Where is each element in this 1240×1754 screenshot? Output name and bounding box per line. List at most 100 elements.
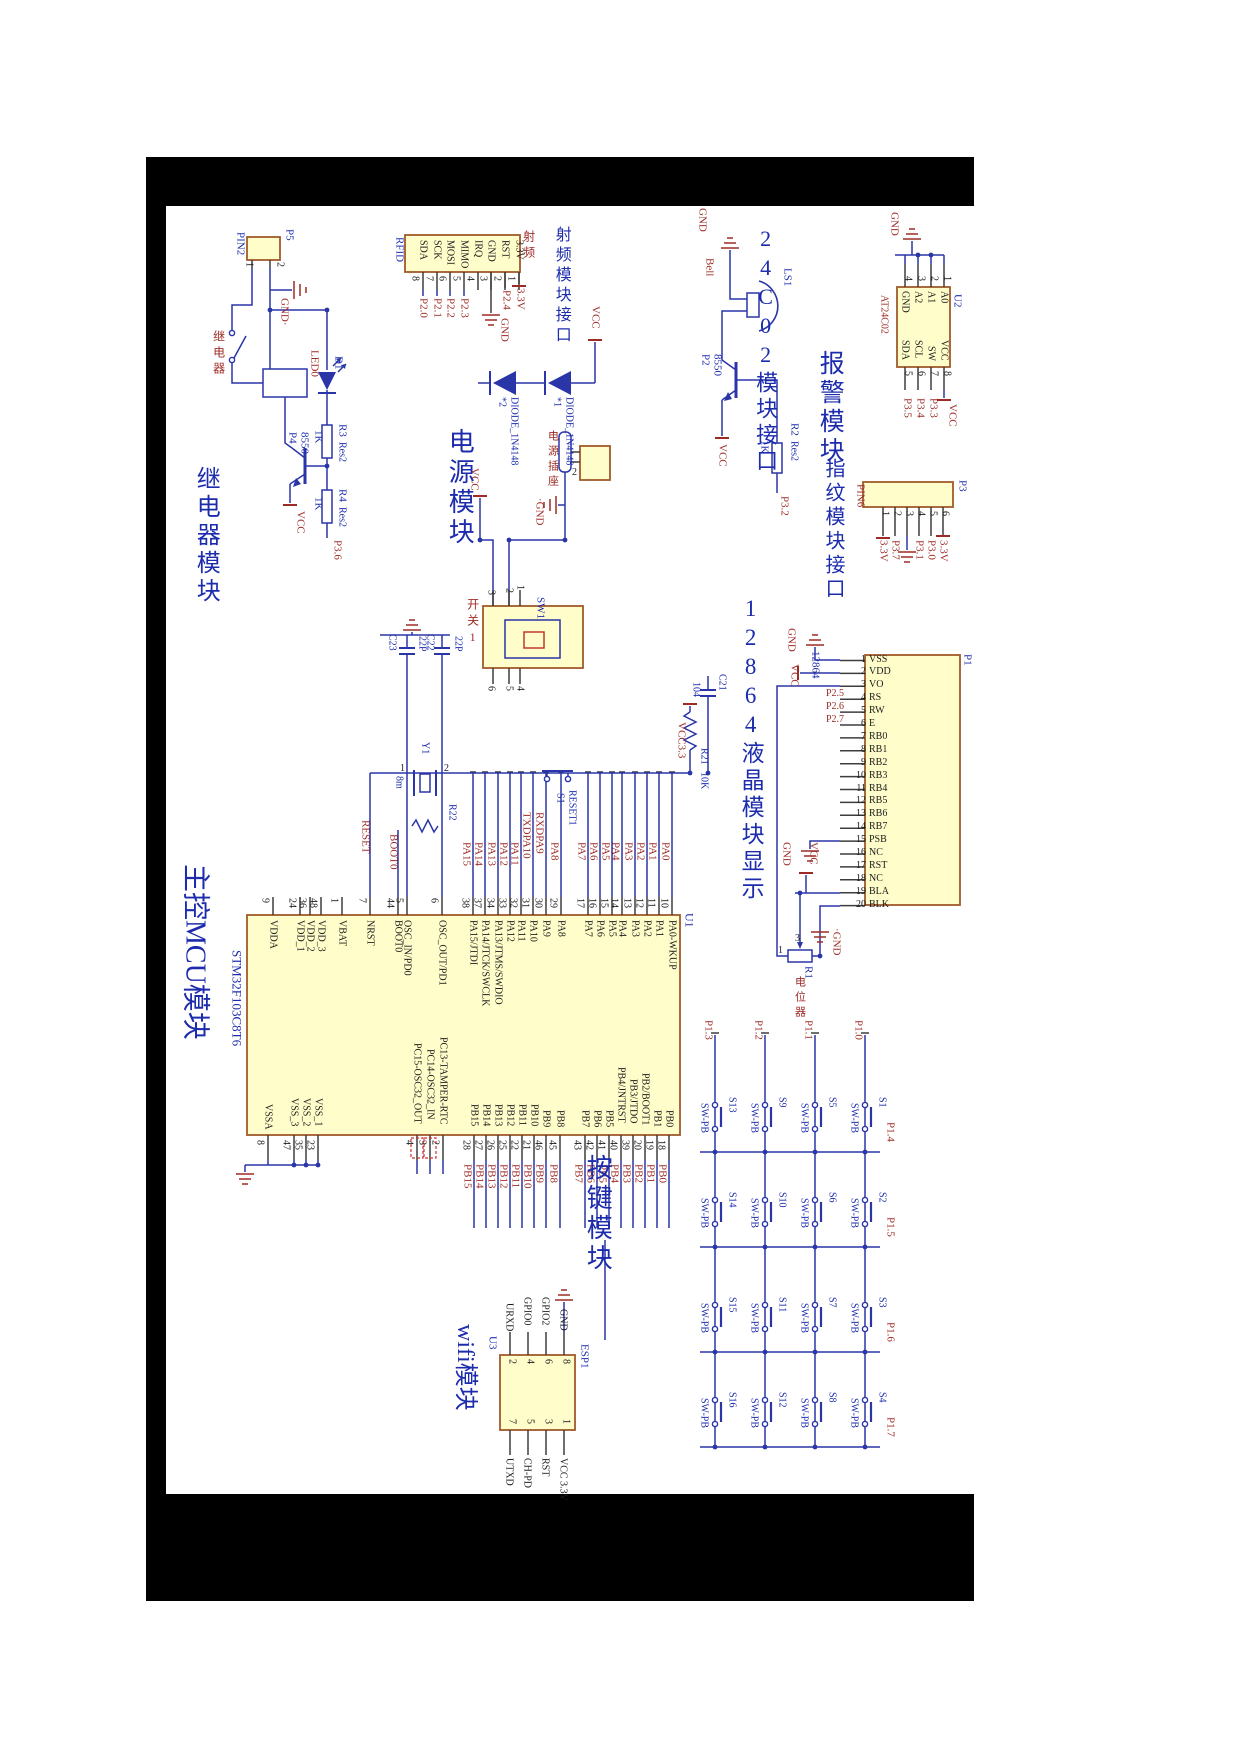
rf-pin-num-8: 8 [409,276,421,281]
lcd-pin-num-13-12: 13 [856,808,866,820]
relay-led0: LED0 [308,350,321,377]
rf-pin-name-gnd: GND [485,240,497,262]
mcu-top-num-6: 6 [428,898,440,903]
eeprom-7: 7 [928,371,940,376]
eeprom-3: 3 [915,276,927,281]
rf-pin-name-sda: SDA [417,240,429,261]
mcu-pin-vdd-1: VDD_1 [294,920,306,952]
lcd-12864: 12864液晶模块显示 [738,596,764,903]
lcd-p1: P1 [961,654,974,666]
mcu-net-b-pb7: PB7 [572,1164,585,1183]
fp-net-p3-7-1: P3.7 [889,540,902,560]
power-label: 电源插座 [546,430,559,490]
mcu-top-num-11: 11 [645,898,657,908]
mcu-top-num-38: 38 [459,898,471,908]
lcd-pin-name-rs-3: RS [869,692,882,704]
fingerprint-p3: P3 [956,480,969,492]
lcd-12864: 12864 [809,651,822,679]
mcu-bot-num-20: 20 [631,1140,643,1150]
rf-net-p2-0: P2.0 [417,298,430,318]
rf-pin-name-sck: SCK [431,240,443,260]
lcd-pin-num-5-4: 5 [861,705,866,717]
lcd-3: 3 [795,933,800,944]
mcu-net-pa1: PA1 [646,842,659,861]
mcu-net-txdpa10: TXDPA10 [520,812,533,859]
mcu-pin-pc13-tamper-rtc: PC13-TAMPER-RTC [437,1037,449,1125]
mcu-r22: R22 [446,804,458,821]
mcu-pin-pa7: PA7 [582,920,594,937]
mcu-pin-vdd-2: VDD_2 [304,920,316,952]
key-type-s6: SW-PB [798,1198,810,1229]
mcu-bot-num-43: 43 [571,1140,583,1150]
lcd-pin-name-psb-14: PSB [869,834,887,846]
mcu-bot-num-40: 40 [607,1140,619,1150]
mcu-top-num-37: 37 [471,898,483,908]
lcd-pin-name-rw-4: RW [869,705,885,717]
lcd-pin-name-vss-0: VSS [869,653,888,665]
lcd-pin-name-rb6-12: RB6 [869,808,888,820]
mcu-stm32f103c8t6: STM32F103C8T6 [229,950,245,1047]
mcu-pin-pa0-wkup: PA0-WKUP [666,920,678,970]
eeprom-a2: A2 [912,291,924,304]
mcu-net-pa3: PA3 [622,842,635,861]
lcd-p2-6: P2.6 [826,701,845,712]
mcu-net-b-pb5: PB5 [596,1164,609,1183]
mcu-pin-pa3: PA3 [629,920,641,937]
keys-label: 按键模块 [583,1154,613,1274]
eeprom-p3-5: P3.5 [901,398,914,418]
power-6: 6 [485,686,497,691]
mcu-top-num-34: 34 [484,898,496,908]
relay-vcc: VCC [294,511,307,534]
relay-1k: 1K [312,497,325,511]
eeprom-gnd: GND [888,212,901,236]
wifi-pin-ch-pd: CH-PD [521,1458,533,1489]
relay-res2: Res2 [336,507,348,527]
mcu-pin-pb5: PB5 [603,1110,615,1128]
mcu-top-num-7: 7 [356,898,368,903]
mcu-net-b-pb3: PB3 [620,1164,633,1183]
mcu-pin-pa4: PA4 [616,920,628,937]
power-vcc: VCC [468,468,481,491]
lcd-pin-name-rst-16: RST [869,859,888,871]
lcd-pin-num-12-11: 12 [856,795,866,807]
mcu-bot-num-27: 27 [472,1140,484,1150]
wifi-top-num-8: 8 [560,1359,572,1364]
mcu-bot-num-35: 35 [292,1140,304,1150]
wifi-pin-urxd: URXD [503,1303,515,1332]
lcd-pin-num-6-5: 6 [861,718,866,729]
fingerprint-label: 指纹模块接口 [822,458,844,602]
mcu-net-b-pb14: PB14 [473,1164,486,1189]
lcd-pin-name-rb5-11: RB5 [869,795,888,807]
fp-pin-num-5: 5 [927,511,939,516]
alarm-diode-1n4148: DIODE_1N4148 [563,397,575,466]
mcu-net-pa5: PA5 [599,842,612,861]
rf-p2-4: P2.4 [500,290,513,310]
fp-pin-num-6: 6 [939,511,951,516]
key-type-s2: SW-PB [848,1198,860,1229]
mcu-1: 1 [400,763,405,774]
power-2: 2 [503,588,515,593]
lcd-pin-name-vo-2: VO [869,679,884,691]
relay-r4: R4 [336,489,349,502]
lcd-pin-num-20-19: 20 [856,898,866,910]
mcu-net-pa12: PA12 [497,842,510,867]
power-5: 5 [503,686,515,691]
lcd-pin-name-rb0-6: RB0 [869,730,888,742]
key-type-s10: SW-PB [748,1198,760,1229]
mcu-top-num-12: 12 [633,898,645,908]
mcu-r21: R21 [698,748,710,765]
rf-net-p2-1: P2.1 [431,298,444,318]
relay-label: 继电器 [211,330,226,378]
rf-net-p2-2: P2.2 [444,298,457,318]
alarm-r2: R2 [788,423,801,436]
mcu-pin-pb3-jtdo: PB3/JTDO [627,1079,639,1124]
relay-gnd: GND· [278,298,291,326]
key-s12: S12 [776,1392,788,1408]
mcu-bot-num-3: 3 [416,1140,428,1145]
power-1: 开关1 [465,598,480,648]
mcu-2: 2 [444,763,449,774]
mcu-pin-pb7: PB7 [579,1110,591,1128]
wifi-top-num-6: 6 [542,1359,554,1364]
key-type-s4: SW-PB [848,1398,860,1429]
mcu-net-pa2: PA2 [634,842,647,861]
